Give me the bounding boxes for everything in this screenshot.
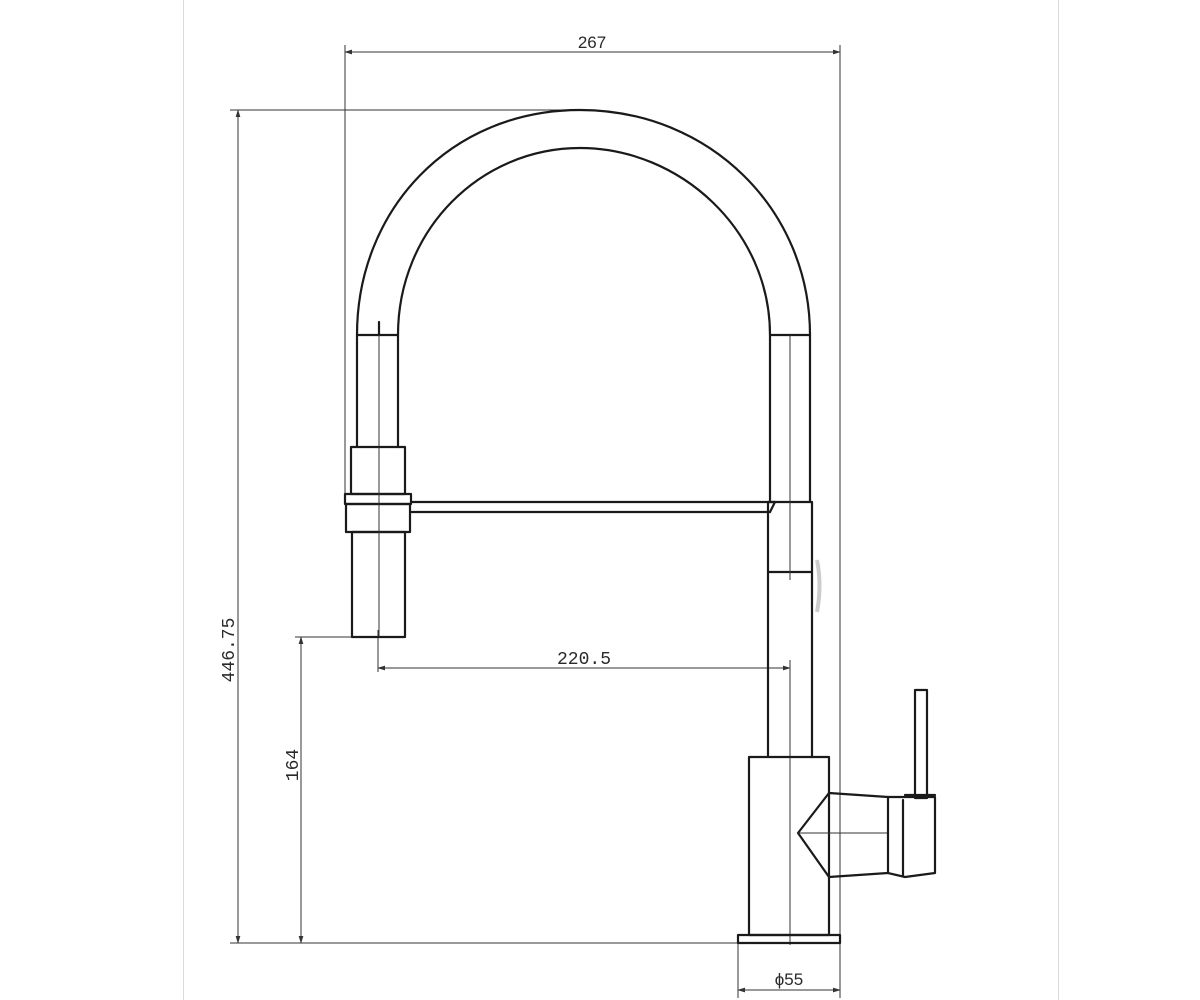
dimension-label-height: 446.75: [220, 618, 240, 683]
dimension-height-total: 446.75: [220, 109, 740, 944]
faucet-mixer-body: [736, 755, 842, 945]
sheet-border-right: [1058, 0, 1059, 1000]
dimension-base-diameter: ϕ55: [737, 935, 841, 998]
dimension-label-spout-height: 164: [284, 749, 304, 781]
dimension-spout-reach: 220.5: [377, 630, 791, 945]
dimension-label-spout-reach: 220.5: [557, 650, 611, 670]
sheet-border-left: [183, 0, 184, 1000]
faucet-spout-arc: [355, 108, 812, 337]
faucet-body-column: [766, 490, 822, 759]
faucet-side-lever: [796, 688, 937, 879]
faucet-holder-arm: [409, 500, 777, 514]
faucet-pull-down-hose: [355, 333, 400, 449]
dimension-label-base-diameter: ϕ55: [775, 970, 803, 989]
faucet-spray-head: [343, 445, 413, 639]
dimension-label-width: 267: [578, 33, 606, 52]
dimension-spout-height: 164: [284, 636, 378, 944]
faucet-right-hose: [768, 333, 812, 504]
dimension-width-total: 267: [344, 33, 841, 940]
